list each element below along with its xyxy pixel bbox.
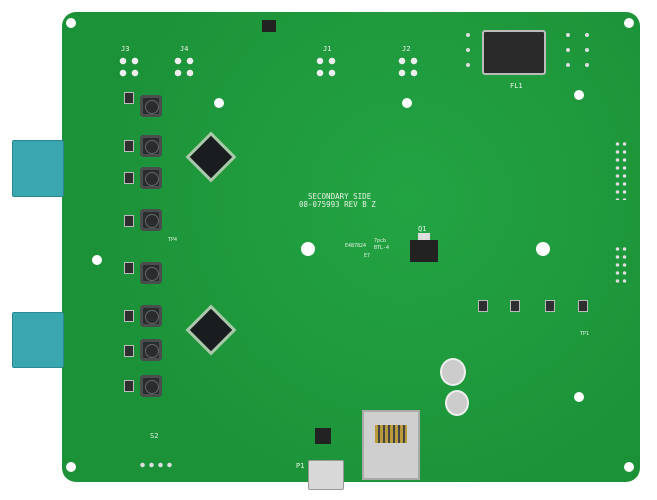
silk-secondary-side: SECONDARY SIDE	[308, 192, 372, 201]
mounting-hole	[536, 242, 550, 256]
connector-top-left	[12, 140, 64, 197]
smd-component	[545, 300, 555, 312]
pin	[466, 48, 470, 52]
smd-component	[510, 300, 520, 312]
pin-header-right-lower	[614, 245, 628, 285]
silk-code: E7	[364, 253, 371, 259]
silk-ul-mark: E487824	[345, 243, 367, 249]
transistor-q1-tab	[418, 233, 430, 240]
label-tp4: TP4	[168, 237, 178, 243]
inductor	[140, 375, 162, 397]
mounting-hole	[624, 18, 634, 28]
sd-card-slot-contacts	[375, 425, 407, 443]
smd-component	[578, 300, 588, 312]
label-s2: S2	[150, 432, 159, 440]
pin	[585, 48, 589, 52]
mounting-hole	[574, 392, 584, 402]
transistor-q1	[410, 240, 438, 262]
silk-part-number: 08-075993 REV B Z	[299, 200, 376, 209]
pin-header-right-upper	[614, 140, 628, 200]
label-tp1: TP1	[580, 331, 590, 337]
usb-connector	[308, 460, 344, 490]
label-j1: J1	[323, 45, 332, 53]
pin	[566, 33, 570, 37]
label-q1: Q1	[418, 225, 427, 233]
label-p1: P1	[296, 462, 305, 470]
mounting-hole	[214, 98, 224, 108]
pin	[585, 33, 589, 37]
pad-row	[138, 462, 174, 468]
inductor	[140, 305, 162, 327]
capacitor	[445, 390, 469, 416]
inductor	[140, 209, 162, 231]
smd-component	[124, 345, 134, 357]
label-fl1: FL1	[510, 82, 523, 90]
pad-cluster-j1	[314, 55, 338, 79]
smd-component	[124, 380, 134, 392]
pin	[466, 63, 470, 67]
pad-cluster-j4	[172, 55, 196, 79]
capacitor	[440, 358, 466, 386]
inductor	[140, 262, 162, 284]
connector-bottom-left	[12, 312, 64, 368]
smd-component	[124, 92, 134, 104]
mounting-hole	[92, 255, 102, 265]
inductor	[140, 95, 162, 117]
mounting-hole	[66, 18, 76, 28]
ic-small-top	[262, 20, 276, 32]
filter-fl1	[482, 30, 546, 75]
mounting-hole	[574, 90, 584, 100]
ic-small-bottom	[315, 428, 331, 444]
pad-cluster-j2	[396, 55, 420, 79]
inductor	[140, 167, 162, 189]
inductor	[140, 339, 162, 361]
silk-vendor: 7pcb	[374, 238, 387, 244]
label-j2: J2	[402, 45, 411, 53]
inductor	[140, 135, 162, 157]
silk-line: BTL-4	[374, 245, 390, 251]
smd-component	[124, 215, 134, 227]
mounting-hole	[402, 98, 412, 108]
pad-cluster-j3	[117, 55, 141, 79]
mounting-hole	[624, 462, 634, 472]
mounting-hole	[301, 242, 315, 256]
label-j4: J4	[180, 45, 189, 53]
pin	[566, 63, 570, 67]
pin	[585, 63, 589, 67]
pin	[566, 48, 570, 52]
smd-component	[124, 172, 134, 184]
label-j3: J3	[121, 45, 130, 53]
smd-component	[124, 310, 134, 322]
sd-card-slot	[362, 410, 420, 480]
smd-component	[124, 140, 134, 152]
mounting-hole	[66, 462, 76, 472]
pin	[466, 33, 470, 37]
smd-component	[478, 300, 488, 312]
smd-component	[124, 262, 134, 274]
